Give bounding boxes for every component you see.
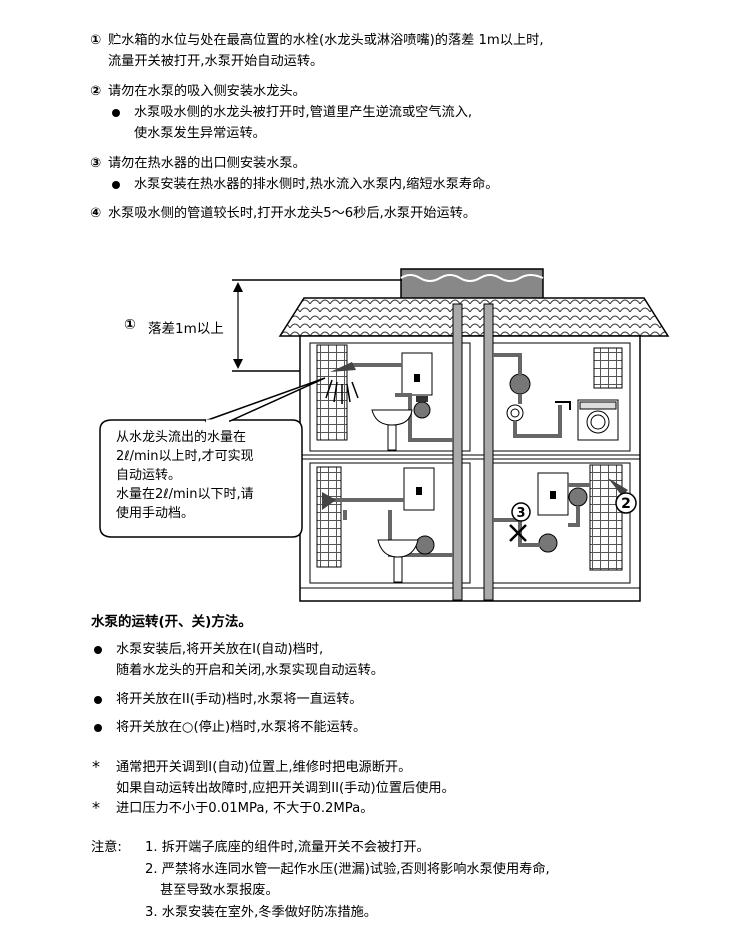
- height-label-number: ①: [124, 317, 136, 333]
- callout-line: 自动运转。: [116, 468, 182, 483]
- asterisk-line: 如果自动运转出故障时,应把开关调到II(手动)位置后使用。: [116, 781, 455, 796]
- bullet-dot: [112, 109, 120, 117]
- callout-line: 从水龙头流出的水量在: [116, 430, 247, 445]
- callout-line: 使用手动档。: [116, 506, 195, 521]
- note-line: 流量开关被打开,水泵开始自动运转。: [108, 54, 324, 69]
- operation-line: 水泵安装后,将开关放在I(自动)档时,: [116, 642, 324, 657]
- bullet-dot: [94, 696, 102, 704]
- note-number: ①: [90, 33, 102, 48]
- note-bullet-line: 使水泵发生异常运转。: [134, 126, 266, 141]
- operation-line: 随着水龙头的开启和关闭,水泵实现自动运转。: [116, 663, 384, 678]
- note-line: 请勿在水泵的吸入侧安装水龙头。: [108, 84, 306, 99]
- note-line: 水泵吸水侧的管道较长时,打开水龙头5～6秒后,水泵开始运转。: [108, 206, 477, 221]
- upper-right-room: [493, 353, 619, 441]
- bullet-dot: [112, 181, 120, 189]
- marker-2-label: 2: [621, 496, 631, 512]
- operation-line: 将开关放在○(停止)档时,水泵将不能运转。: [116, 720, 367, 735]
- marker-3-circle: [511, 502, 531, 522]
- callout-line: 2ℓ/min以上时,才可实现: [116, 449, 254, 464]
- note-line: 贮水箱的水位与处在最高位置的水栓(水龙头或淋浴喷嘴)的落差 1m以上时,: [108, 33, 544, 48]
- caution-line: 甚至导致水泵报废。: [160, 883, 279, 898]
- note-number: ②: [90, 84, 102, 99]
- callout-text: 从水龙头流出的水量在 2ℓ/min以上时,才可实现 自动运转。 水量在2ℓ/mi…: [116, 428, 254, 523]
- note-number: ④: [90, 206, 102, 221]
- asterisk-line: 通常把开关调到I(自动)位置上,维修时把电源断开。: [116, 760, 412, 775]
- callout-line: 水量在2ℓ/min以下时,请: [116, 487, 254, 502]
- supply-pipes: [452, 303, 494, 601]
- caution-line: 1. 拆开端子底座的组件时,流量开关不会被打开。: [145, 840, 430, 855]
- asterisk-line: 进口压力不小于0.01MPa, 不大于0.2MPa。: [116, 801, 374, 816]
- marker-2-circle: [615, 492, 637, 514]
- bullet-dot: [94, 724, 102, 732]
- lower-left-room: [322, 467, 453, 583]
- height-difference-marker: [232, 279, 402, 372]
- operation-line: 将开关放在II(手动)档时,水泵将一直运转。: [116, 692, 363, 707]
- caution-line: 3. 水泵安装在室外,冬季做好防冻措施。: [145, 905, 377, 920]
- lower-right-room: [493, 472, 628, 553]
- caution-label: 注意:: [91, 840, 122, 855]
- bullet-dot: [94, 646, 102, 654]
- marker-3-label: 3: [516, 506, 525, 521]
- callout-bubble: [99, 377, 326, 538]
- roof: [278, 297, 670, 337]
- operation-title: 水泵的运转(开、关)方法。: [91, 614, 252, 630]
- height-label: 落差1m以上: [148, 321, 224, 337]
- note-number: ③: [90, 156, 102, 171]
- building: [299, 335, 641, 602]
- note-line: 请勿在热水器的出口侧安装水泵。: [108, 156, 306, 171]
- asterisk-mark: *: [92, 798, 100, 817]
- note-bullet-line: 水泵安装在热水器的排水侧时,热水流入水泵内,缩短水泵寿命。: [134, 177, 499, 192]
- note-bullet-line: 水泵吸水侧的水龙头被打开时,管道里产生逆流或空气流入,: [134, 105, 473, 120]
- upper-left-room: [325, 352, 453, 451]
- caution-line: 2. 严禁将水连同水管一起作水压(泄漏)试验,否则将影响水泵使用寿命,: [145, 862, 550, 877]
- asterisk-mark: *: [92, 757, 100, 776]
